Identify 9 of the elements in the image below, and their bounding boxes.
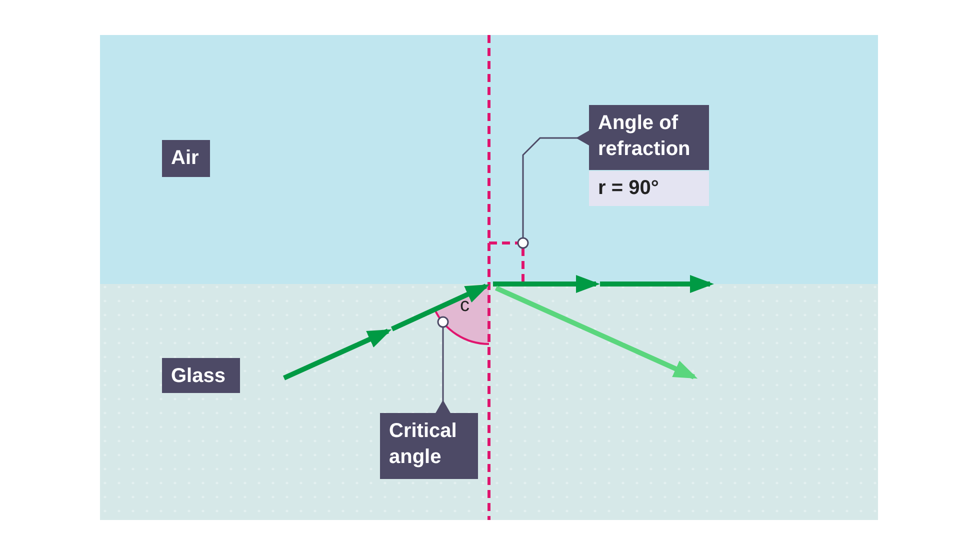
callout-label: Critical angle [380,413,478,479]
leader-line [517,130,590,249]
callout-label: Angle of refraction [589,105,709,170]
region-label: Glass [162,358,240,393]
right-angle-mark [489,242,524,284]
angle-symbol: c [460,295,470,317]
leader-line [435,316,451,414]
region-label: Air [162,140,210,177]
value-label: r = 90° [589,171,709,206]
